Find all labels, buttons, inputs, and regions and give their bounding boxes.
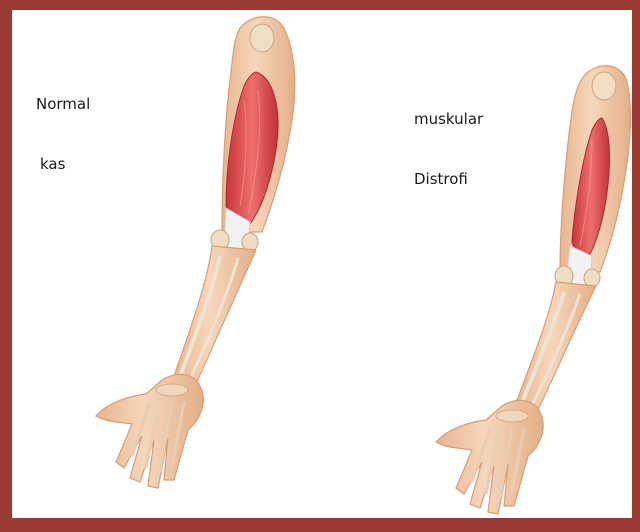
dystrophy-label-line1: muskular xyxy=(414,109,483,129)
dystrophy-label-line2: Distrofi xyxy=(414,169,483,189)
arms-diagram xyxy=(12,10,632,518)
normal-arm-illustration xyxy=(96,17,295,488)
normal-muscle-label: Normal kas xyxy=(36,54,90,214)
normal-label-line1: Normal xyxy=(36,94,90,114)
normal-label-line2: kas xyxy=(36,154,90,174)
dystrophy-label: muskular Distrofi xyxy=(414,69,483,229)
